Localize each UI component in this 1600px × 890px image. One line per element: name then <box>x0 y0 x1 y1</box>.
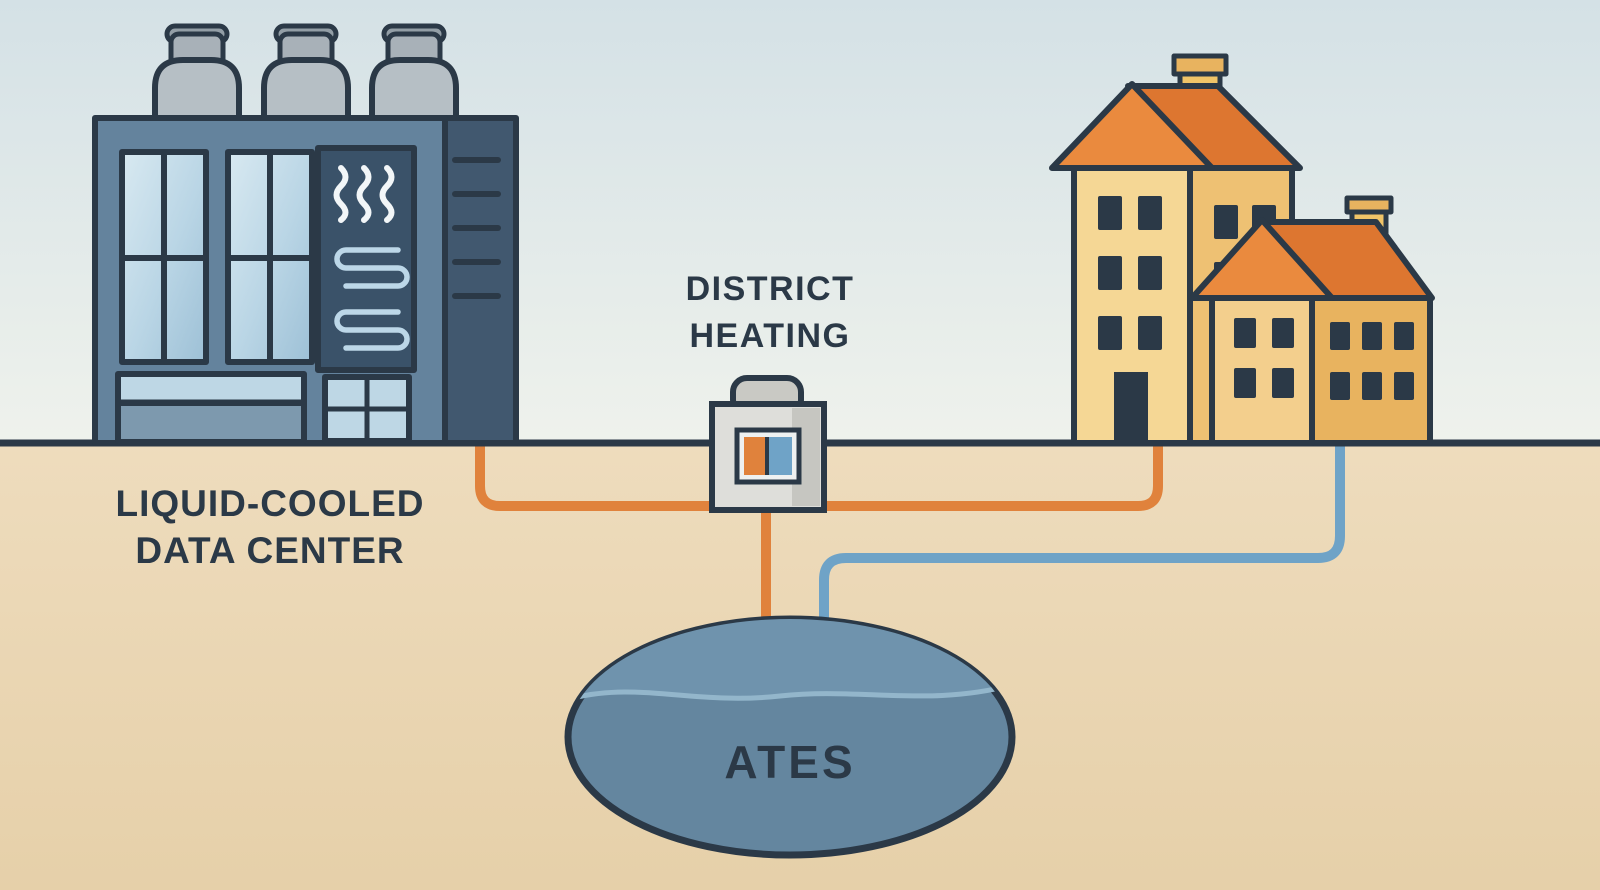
window-unit <box>225 149 315 365</box>
cooling-coil-icon <box>334 247 410 351</box>
entry-window <box>322 374 412 444</box>
data-center-line2: DATA CENTER <box>135 530 404 571</box>
house-small-side-face <box>1309 295 1433 446</box>
house-small-front-windows <box>1234 318 1294 398</box>
building-side-face <box>440 115 519 446</box>
hot-side-indicator <box>744 437 767 475</box>
house-small-roof-gable <box>1189 217 1335 301</box>
house-tall-door <box>1114 372 1148 443</box>
pipe-cold-return <box>819 439 1345 653</box>
roof-vent <box>369 23 459 129</box>
district-heating-line1: DISTRICT <box>686 270 855 308</box>
heat-panel <box>315 145 417 373</box>
heat-exchanger-window <box>734 427 802 485</box>
house-small-side-windows <box>1330 322 1414 400</box>
pipe-hot-from-datacenter <box>475 439 719 511</box>
district-heating-unit <box>709 375 827 513</box>
roof-vent <box>152 23 242 129</box>
storefront-window <box>115 371 307 444</box>
window-unit <box>119 149 209 365</box>
heat-waves-icon <box>333 165 395 223</box>
data-center-line1: LIQUID-COOLED <box>116 483 425 524</box>
label-district-heating: DISTRICT HEATING <box>686 270 855 355</box>
house-tall-front-windows <box>1098 196 1162 350</box>
district-heating-line2: HEATING <box>690 317 851 355</box>
roof-vent <box>261 23 351 129</box>
roof-vents <box>152 23 459 129</box>
house-tall-roof-gable <box>1049 81 1215 171</box>
label-ates: ATES <box>724 736 855 788</box>
label-data-center: LIQUID-COOLED DATA CENTER <box>116 483 425 571</box>
cold-side-indicator <box>767 437 792 475</box>
ates-wave-line <box>568 681 1012 705</box>
house-small <box>1189 195 1435 446</box>
house-small-front-face <box>1209 285 1315 446</box>
pipe-hot-to-houses <box>817 439 1163 511</box>
data-center-building <box>92 23 519 446</box>
side-vent-slits <box>452 157 501 299</box>
